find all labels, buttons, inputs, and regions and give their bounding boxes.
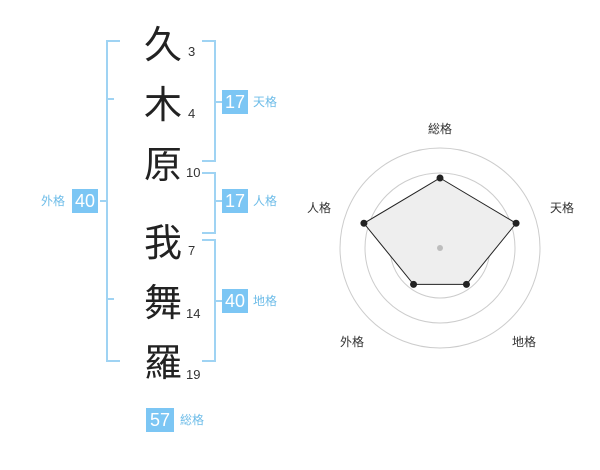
- tenkaku-value: 17: [222, 90, 248, 114]
- radar-label-jinkaku: 人格: [307, 201, 332, 215]
- jinkaku-bracket: [202, 172, 216, 234]
- stroke-count: 10: [186, 165, 201, 180]
- radar-ring: [364, 172, 516, 324]
- chikaku-value: 40: [222, 289, 248, 313]
- name-char: 久: [144, 23, 183, 67]
- gaikaku-bracket-tick: [100, 200, 108, 202]
- radar-center-dot: [437, 245, 443, 251]
- radar-label-gaikaku: 外格: [340, 335, 365, 349]
- stroke-count: 3: [188, 44, 196, 59]
- chikaku-bracket-tick: [214, 300, 222, 302]
- name-char: 木: [144, 83, 183, 127]
- radar-polygon: [363, 177, 517, 285]
- radar-point: [410, 280, 418, 288]
- name-char: 羅: [144, 341, 183, 385]
- radar-label-soukaku: 総格: [428, 122, 453, 136]
- radar-point: [512, 219, 520, 227]
- tenkaku-label: 天格: [253, 95, 278, 109]
- gaikaku-value: 40: [72, 189, 98, 213]
- stroke-count: 14: [186, 306, 201, 321]
- radar-ring: [339, 147, 541, 349]
- jinkaku-value: 17: [222, 189, 248, 213]
- name-char: 原: [144, 143, 183, 187]
- radar-label-tenkaku: 天格: [550, 201, 575, 215]
- stroke-count: 19: [186, 367, 201, 382]
- radar-point: [436, 174, 444, 182]
- stroke-count: 7: [188, 243, 196, 258]
- soukaku-label: 総格: [180, 413, 205, 427]
- radar-point: [360, 219, 368, 227]
- radar-label-chikaku: 地格: [512, 335, 537, 349]
- name-char: 我: [144, 221, 183, 265]
- tenkaku-bracket-tick: [214, 101, 222, 103]
- chikaku-label: 地格: [253, 294, 278, 308]
- stroke-count: 4: [188, 106, 196, 121]
- gaikaku-label: 外格: [41, 194, 66, 208]
- radar-point: [462, 280, 470, 288]
- name-char: 舞: [144, 281, 183, 325]
- bracket-divider: [106, 298, 114, 300]
- radar-points: [360, 174, 520, 288]
- jinkaku-label: 人格: [253, 194, 278, 208]
- soukaku-value: 57: [146, 408, 174, 432]
- bracket-divider: [106, 98, 114, 100]
- jinkaku-bracket-tick: [214, 200, 222, 202]
